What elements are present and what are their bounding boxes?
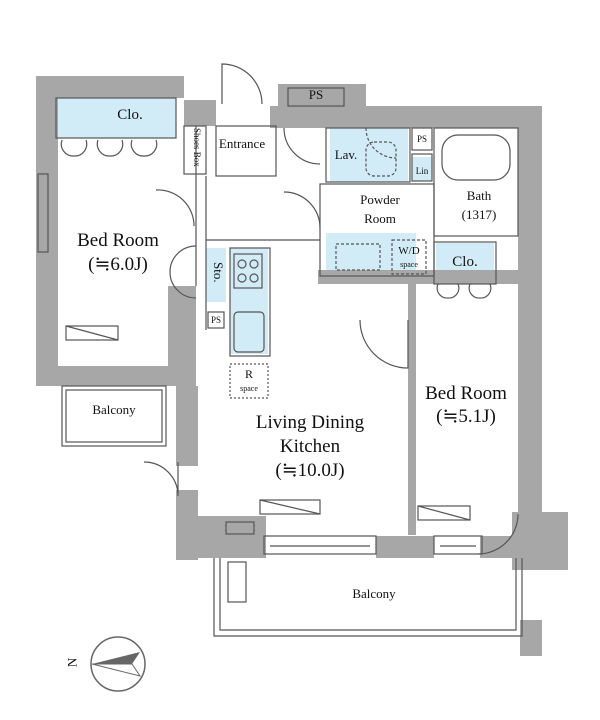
bath-name: Bath (466, 188, 492, 203)
ldk-name-line2: Kitchen (279, 436, 341, 457)
bed-room-east-name: Bed Room (425, 383, 507, 404)
bath-size: (1317) (461, 207, 497, 222)
lavatory-label: Lav. (334, 147, 358, 162)
ldk-name-line1: Living Dining (255, 412, 365, 433)
bed-room-west-name: Bed Room (77, 230, 159, 251)
compass-needle-light (91, 663, 142, 677)
ps-kitchen-label: PS (210, 315, 221, 325)
linen-label: Lin (415, 166, 429, 176)
wd-space-line2: space (400, 260, 418, 269)
r-space-line1: R (244, 367, 253, 381)
ps-top-label: PS (308, 87, 324, 102)
ps-lav-label: PS (416, 134, 427, 144)
compass (90, 636, 146, 692)
closet-west-zone (56, 98, 176, 138)
r-space-line2: space (240, 384, 258, 393)
wd-space-line1: W/D (398, 245, 420, 257)
storage-label: Sto. (211, 262, 226, 283)
lavatory-zone (330, 127, 408, 182)
interior-lines (37, 63, 523, 637)
powder-room-line1: Powder (360, 192, 400, 207)
entrance-label: Entrance (218, 136, 266, 151)
balcony-west-label: Balcony (92, 402, 136, 417)
closet-west-label: Clo. (117, 107, 143, 123)
powder-room-line2: Room (364, 211, 396, 226)
balcony-south-label: Balcony (352, 586, 396, 601)
storage-tint-zones (56, 98, 518, 354)
ldk-area: (≒10.0J) (275, 460, 345, 481)
closet-east-label: Clo. (452, 254, 478, 270)
walls (36, 76, 568, 656)
linen-zone (412, 157, 432, 181)
bed-room-east-area: (≒5.1J) (436, 406, 496, 427)
compass-needle-dark (92, 652, 140, 664)
bath-zone (436, 127, 518, 237)
compass-ring (90, 636, 146, 692)
bed-room-west-area: (≒6.0J) (88, 254, 148, 275)
shoes-box-label: Shoes Box (192, 128, 202, 167)
compass-north-label: N (64, 657, 80, 668)
storage-zone (206, 248, 226, 302)
